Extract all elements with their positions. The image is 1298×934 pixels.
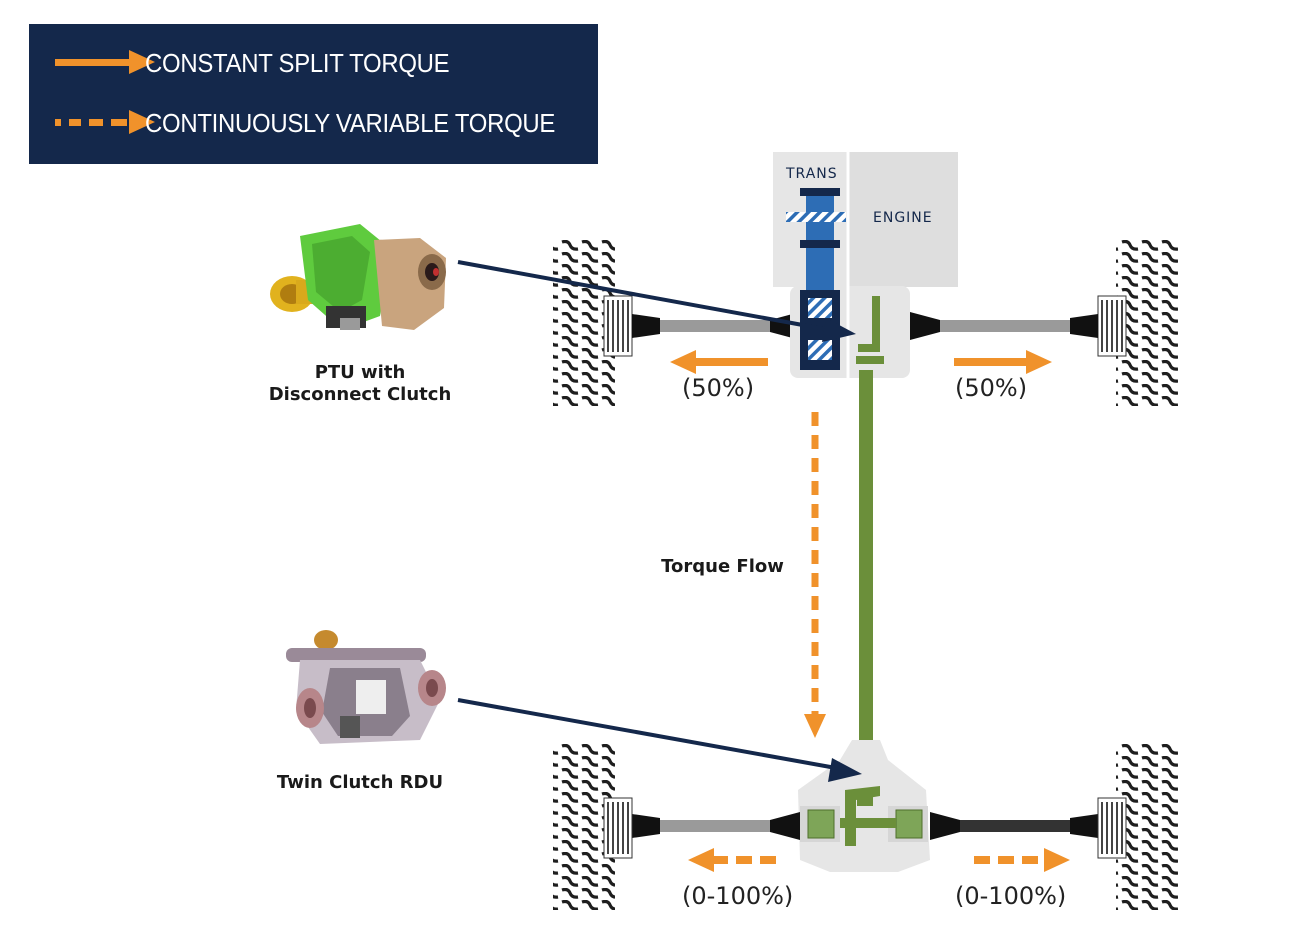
front-left-wheel [553, 240, 633, 406]
torque-flow-label: Torque Flow [661, 556, 784, 577]
rdu-component-image [286, 630, 446, 744]
ptu-component-image [270, 224, 446, 330]
front-right-wheel [1097, 240, 1178, 406]
rear-left-torque-arrow [688, 848, 776, 872]
driveshaft [859, 370, 873, 800]
torque-flow-arrow [804, 412, 826, 738]
ptu-caption-line2: Disconnect Clutch [268, 384, 452, 405]
trans-label: TRANS [786, 166, 838, 182]
rear-axle-shafts [632, 812, 1098, 840]
legend-constant-row: CONSTANT SPLIT TORQUE [29, 42, 598, 82]
front-left-percentage: (50%) [682, 374, 755, 402]
legend-variable-row: CONTINUOUSLY VARIABLE TORQUE [29, 102, 598, 142]
legend-box: CONSTANT SPLIT TORQUE CONTINUOUSLY VARIA… [29, 24, 598, 164]
rear-right-percentage: (0-100%) [955, 882, 1067, 910]
legend-variable-label: CONTINUOUSLY VARIABLE TORQUE [145, 108, 556, 138]
rear-drive-unit [798, 740, 930, 872]
rear-right-torque-arrow [974, 848, 1070, 872]
ptu-caption: PTU with Disconnect Clutch [250, 362, 470, 406]
rear-left-wheel [553, 744, 633, 910]
front-right-torque-arrow [954, 350, 1052, 374]
rdu-pointer-arrow [457, 698, 862, 782]
rear-left-percentage: (0-100%) [682, 882, 794, 910]
front-right-percentage: (50%) [955, 374, 1028, 402]
engine-transmission-block [773, 152, 958, 380]
rdu-caption: Twin Clutch RDU [276, 772, 444, 793]
rear-right-wheel [1097, 744, 1178, 910]
ptu-pointer-arrow [457, 260, 856, 342]
legend-constant-label: CONSTANT SPLIT TORQUE [145, 48, 450, 78]
solid-arrow-icon [55, 50, 155, 74]
ptu-caption-line1: PTU with [314, 362, 406, 383]
dashed-arrow-icon [55, 110, 155, 134]
front-left-torque-arrow [670, 350, 768, 374]
engine-label: ENGINE [873, 210, 933, 226]
